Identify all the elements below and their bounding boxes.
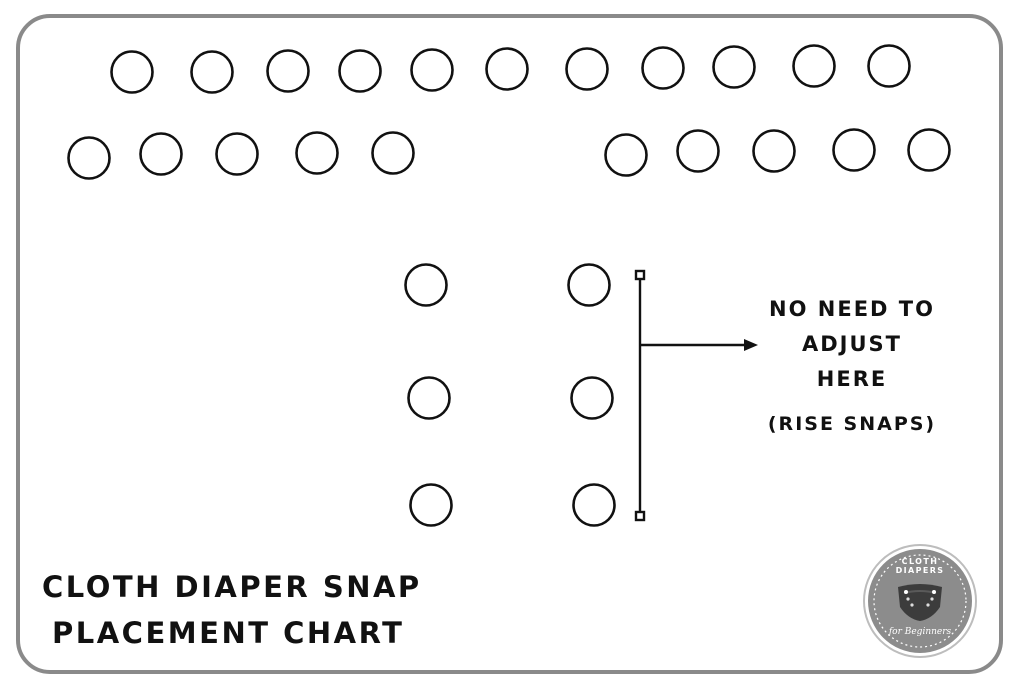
snap (67, 136, 111, 180)
rise-snap (407, 376, 451, 420)
chart-title: CLOTH DIAPER SNAP PLACEMENT CHART (42, 564, 422, 656)
note-line: HERE (816, 367, 888, 391)
rise-snap (572, 483, 616, 527)
snap (410, 48, 454, 92)
logo-badge (863, 544, 977, 658)
rise-snap (570, 376, 614, 420)
snap (338, 49, 382, 93)
title-line: PLACEMENT CHART (52, 616, 405, 650)
snap (712, 45, 756, 89)
snap (485, 47, 529, 91)
chart-frame (16, 14, 1003, 674)
rise-snaps-note: NO NEED TO ADJUST HERE (RISE SNAPS) (752, 292, 952, 442)
rise-snap (404, 263, 448, 307)
snap (792, 44, 836, 88)
rise-snap (409, 483, 453, 527)
snap (190, 50, 234, 94)
snap (676, 129, 720, 173)
rise-snaps (404, 263, 616, 527)
snap (832, 128, 876, 172)
snap (752, 129, 796, 173)
snap (907, 128, 951, 172)
note-line: NO NEED TO (769, 297, 935, 321)
snap (371, 131, 415, 175)
snap (266, 49, 310, 93)
arrow-head-icon (744, 339, 758, 351)
snap-row-top (110, 44, 911, 94)
rise-snap (567, 263, 611, 307)
snap (295, 131, 339, 175)
snap-row-second-left (67, 131, 415, 180)
snap (565, 47, 609, 91)
snap-row-second-right (604, 128, 951, 177)
snap (215, 132, 259, 176)
title-line: CLOTH DIAPER SNAP (42, 570, 422, 604)
note-line: ADJUST (802, 332, 902, 356)
snap (641, 46, 685, 90)
note-subtext: (RISE SNAPS) (767, 413, 937, 435)
snap (139, 132, 183, 176)
rise-bracket (634, 269, 748, 522)
snap (604, 133, 648, 177)
cloth-diapers-logo: CLOTH DIAPERS for Beginners (862, 543, 978, 659)
snap (867, 44, 911, 88)
snap (110, 50, 154, 94)
